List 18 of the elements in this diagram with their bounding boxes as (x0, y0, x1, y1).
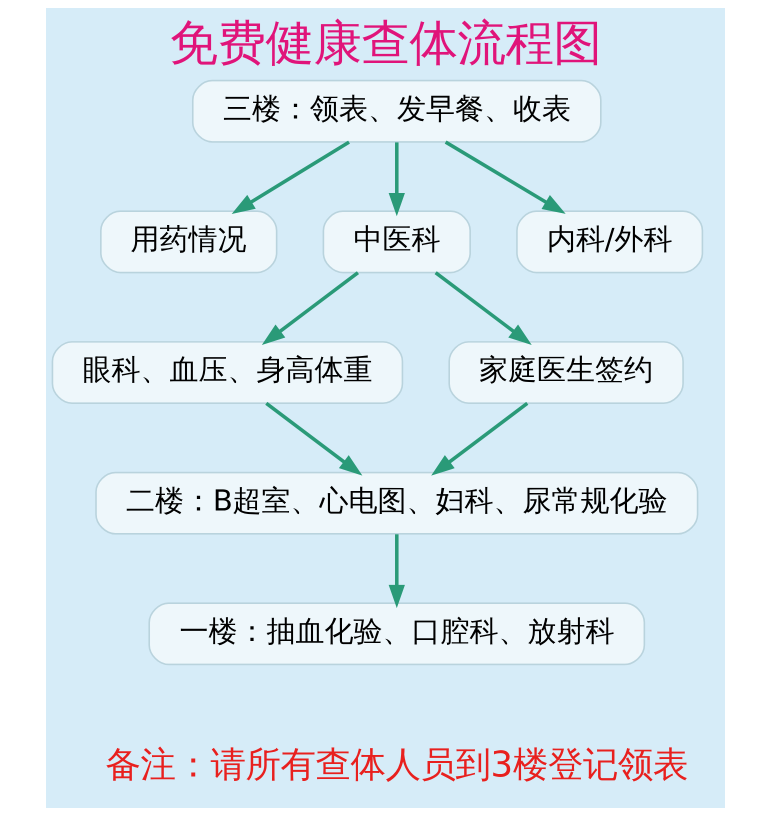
node-box: 用药情况 (100, 210, 278, 274)
arrow (265, 402, 362, 476)
node-box: 眼科、血压、身高体重 (52, 341, 404, 404)
arrow (388, 534, 405, 608)
arrow (444, 140, 566, 214)
arrow (262, 271, 359, 346)
arrow (232, 140, 350, 214)
node-box: 三楼：领表、发早餐、收表 (192, 80, 602, 143)
arrow (434, 271, 532, 346)
node-box: 一楼：抽血化验、口腔科、放射科 (148, 602, 646, 666)
node-box: 中医科 (322, 210, 471, 274)
node-box: 内科/外科 (516, 210, 704, 274)
node-box: 二楼：B超室、心电图、妇科、尿常规化验 (95, 472, 698, 535)
arrow (388, 142, 405, 216)
diagram-title: 免费健康查体流程图 (170, 16, 602, 72)
arrow (431, 402, 528, 476)
caption: 备注：请所有查体人员到3楼登记领表 (106, 744, 688, 786)
node-box: 家庭医生签约 (448, 341, 684, 404)
